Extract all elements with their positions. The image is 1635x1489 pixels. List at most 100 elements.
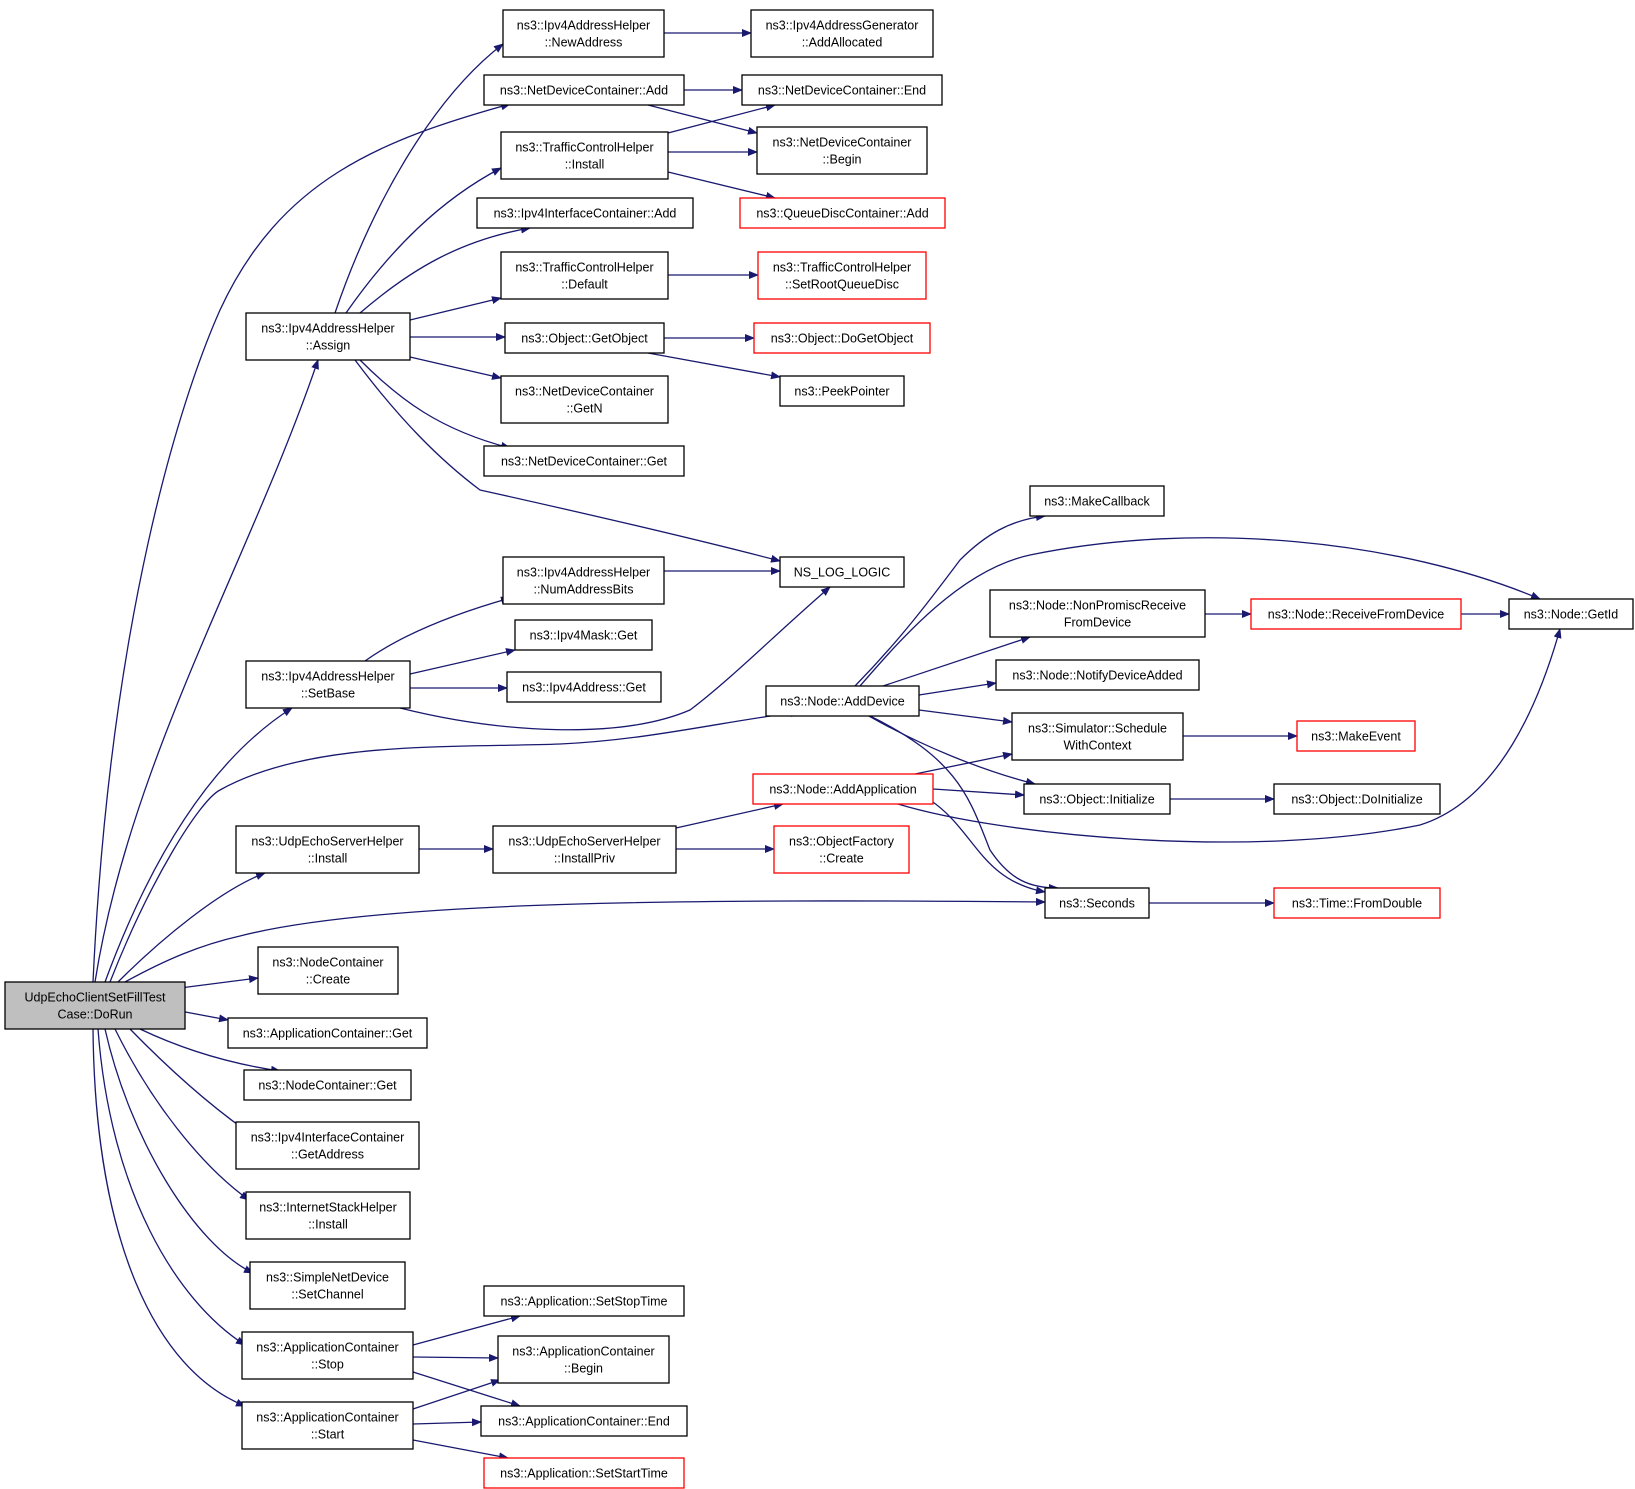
node-obj_getobject[interactable]: ns3::Object::GetObject [504,322,665,354]
node-ndc_end[interactable]: ns3::NetDeviceContainer::End [741,74,943,106]
node-box [500,251,669,300]
edge-ip4_setbase-to-ns_log_logic [399,586,831,731]
node-seconds[interactable]: ns3::Seconds [1044,887,1150,919]
edge-root-to-appc_stop [97,1028,246,1346]
node-box [779,375,905,407]
node-appc_end[interactable]: ns3::ApplicationContainer::End [480,1405,688,1437]
edge-node_adddevice-to-obj_initialize [868,715,1036,786]
node-peekpointer[interactable]: ns3::PeekPointer [779,375,905,407]
node-label-line: ns3::InternetStackHelper [259,1201,397,1215]
node-objfactory_create[interactable]: ns3::ObjectFactory::Create [773,825,910,874]
node-ndc_begin[interactable]: ns3::NetDeviceContainer::Begin [756,126,928,175]
node-box [765,685,920,717]
edge-obj_getobject-to-peekpointer [647,352,781,380]
node-appc_get[interactable]: ns3::ApplicationContainer::Get [227,1017,428,1049]
node-time_fromdouble[interactable]: ns3::Time::FromDouble [1273,887,1441,919]
node-label-line: ::GetN [566,402,602,416]
node-box [739,197,946,229]
edge-appc_start-to-appc_end [412,1418,482,1427]
node-node_recvfrom[interactable]: ns3::Node::ReceiveFromDevice [1250,598,1462,630]
node-obj_initialize[interactable]: ns3::Object::Initialize [1023,783,1171,815]
node-label-line: ns3::Simulator::Schedule [1028,722,1167,736]
edge-node_adddevice-to-node_getid [859,537,1541,687]
edge-node_addapp-to-obj_initialize [932,788,1025,799]
node-label-line: ns3::NodeContainer [272,956,383,970]
node-ip4ic_getaddr[interactable]: ns3::Ipv4InterfaceContainer::GetAddress [235,1121,420,1170]
node-box [502,556,665,605]
node-box [1250,598,1462,630]
node-box [756,126,928,175]
node-box [779,556,905,588]
node-makeevent[interactable]: ns3::MakeEvent [1296,720,1416,752]
node-label-line: ::Install [565,158,605,172]
node-obj_doinit[interactable]: ns3::Object::DoInitialize [1273,783,1441,815]
node-label-line: ::NumAddressBits [533,583,633,597]
node-inet_install[interactable]: ns3::InternetStackHelper::Install [245,1191,411,1240]
node-udpsrv_install[interactable]: ns3::UdpEchoServerHelper::Install [235,825,420,874]
node-label-line: ns3::Ipv4InterfaceContainer::Add [494,207,677,221]
node-tch_install[interactable]: ns3::TrafficControlHelper::Install [500,131,669,180]
node-ndc_add[interactable]: ns3::NetDeviceContainer::Add [483,74,685,106]
node-label-line: ns3::Ipv4AddressHelper [517,566,650,580]
node-node_notifyadded[interactable]: ns3::Node::NotifyDeviceAdded [995,659,1200,691]
edge-root-to-nodec_create [179,975,259,989]
node-ip4_numbits[interactable]: ns3::Ipv4AddressHelper::NumAddressBits [502,556,665,605]
node-node_adddevice[interactable]: ns3::Node::AddDevice [765,685,920,717]
node-appc_start[interactable]: ns3::ApplicationContainer::Start [241,1401,414,1450]
node-label-line: ::Create [306,973,351,987]
node-node_addapp[interactable]: ns3::Node::AddApplication [752,773,934,805]
node-box [500,131,669,180]
node-label-line: ns3::Node::AddDevice [780,695,904,709]
edge-root-to-inet_install [114,1028,250,1201]
node-ndc_get[interactable]: ns3::NetDeviceContainer::Get [483,445,685,477]
node-box [257,946,399,995]
node-label-line: ns3::UdpEchoServerHelper [251,835,403,849]
node-nodec_create[interactable]: ns3::NodeContainer::Create [257,946,399,995]
node-mask_get[interactable]: ns3::Ipv4Mask::Get [514,619,653,651]
node-node_getid[interactable]: ns3::Node::GetId [1508,598,1634,630]
node-label-line: ns3::ApplicationContainer [256,1411,398,1425]
node-tch_default[interactable]: ns3::TrafficControlHelper::Default [500,251,669,300]
node-box [514,619,653,651]
node-obj_dogetobject[interactable]: ns3::Object::DoGetObject [753,322,931,354]
node-label-line: ns3::TrafficControlHelper [773,261,911,275]
node-addr_get[interactable]: ns3::Ipv4Address::Get [506,671,662,703]
node-ip4ic_add[interactable]: ns3::Ipv4InterfaceContainer::Add [476,197,694,229]
node-label-line: ns3::Object::DoGetObject [771,332,914,346]
node-box [506,671,662,703]
node-box [989,589,1206,638]
node-app_setstop[interactable]: ns3::Application::SetStopTime [483,1285,685,1317]
node-makecallback[interactable]: ns3::MakeCallback [1029,485,1165,517]
node-ip4_setbase[interactable]: ns3::Ipv4AddressHelper::SetBase [245,660,411,709]
node-udpsrv_installpriv[interactable]: ns3::UdpEchoServerHelper::InstallPriv [492,825,677,874]
node-label-line: ::Assign [306,339,351,353]
node-appc_begin[interactable]: ns3::ApplicationContainer::Begin [497,1335,670,1384]
node-ns_log_logic[interactable]: NS_LOG_LOGIC [779,556,905,588]
node-qdc_add[interactable]: ns3::QueueDiscContainer::Add [739,197,946,229]
node-box [4,981,186,1030]
node-label-line: ::Install [308,1218,348,1232]
node-ip4_assign[interactable]: ns3::Ipv4AddressHelper::Assign [245,312,411,361]
node-box [752,773,934,805]
node-ndc_getn[interactable]: ns3::NetDeviceContainer::GetN [500,375,669,424]
node-snd_setchannel[interactable]: ns3::SimpleNetDevice::SetChannel [249,1261,406,1310]
node-label-line: ns3::Object::Initialize [1039,793,1154,807]
edge-node_adddevice-to-sim_schedule [918,709,1013,725]
node-tch_setroot[interactable]: ns3::TrafficControlHelper::SetRootQueueD… [757,251,927,300]
edge-node_addapp-to-sim_schedule [914,751,1013,775]
node-ip4_newaddr[interactable]: ns3::Ipv4AddressHelper::NewAddress [502,9,665,58]
node-app_setstart[interactable]: ns3::Application::SetStartTime [483,1457,685,1489]
node-ip4gen_addalloc[interactable]: ns3::Ipv4AddressGenerator::AddAllocated [750,9,934,58]
node-box [245,1191,411,1240]
node-box [249,1261,406,1310]
node-box [476,197,694,229]
node-label-line: ns3::Application::SetStartTime [500,1467,668,1481]
edge-ip4_assign-to-tch_default [409,296,502,321]
edge-node_adddevice-to-node_notifyadded [918,680,997,696]
node-nodec_get[interactable]: ns3::NodeContainer::Get [243,1069,412,1101]
node-appc_stop[interactable]: ns3::ApplicationContainer::Stop [241,1331,414,1380]
